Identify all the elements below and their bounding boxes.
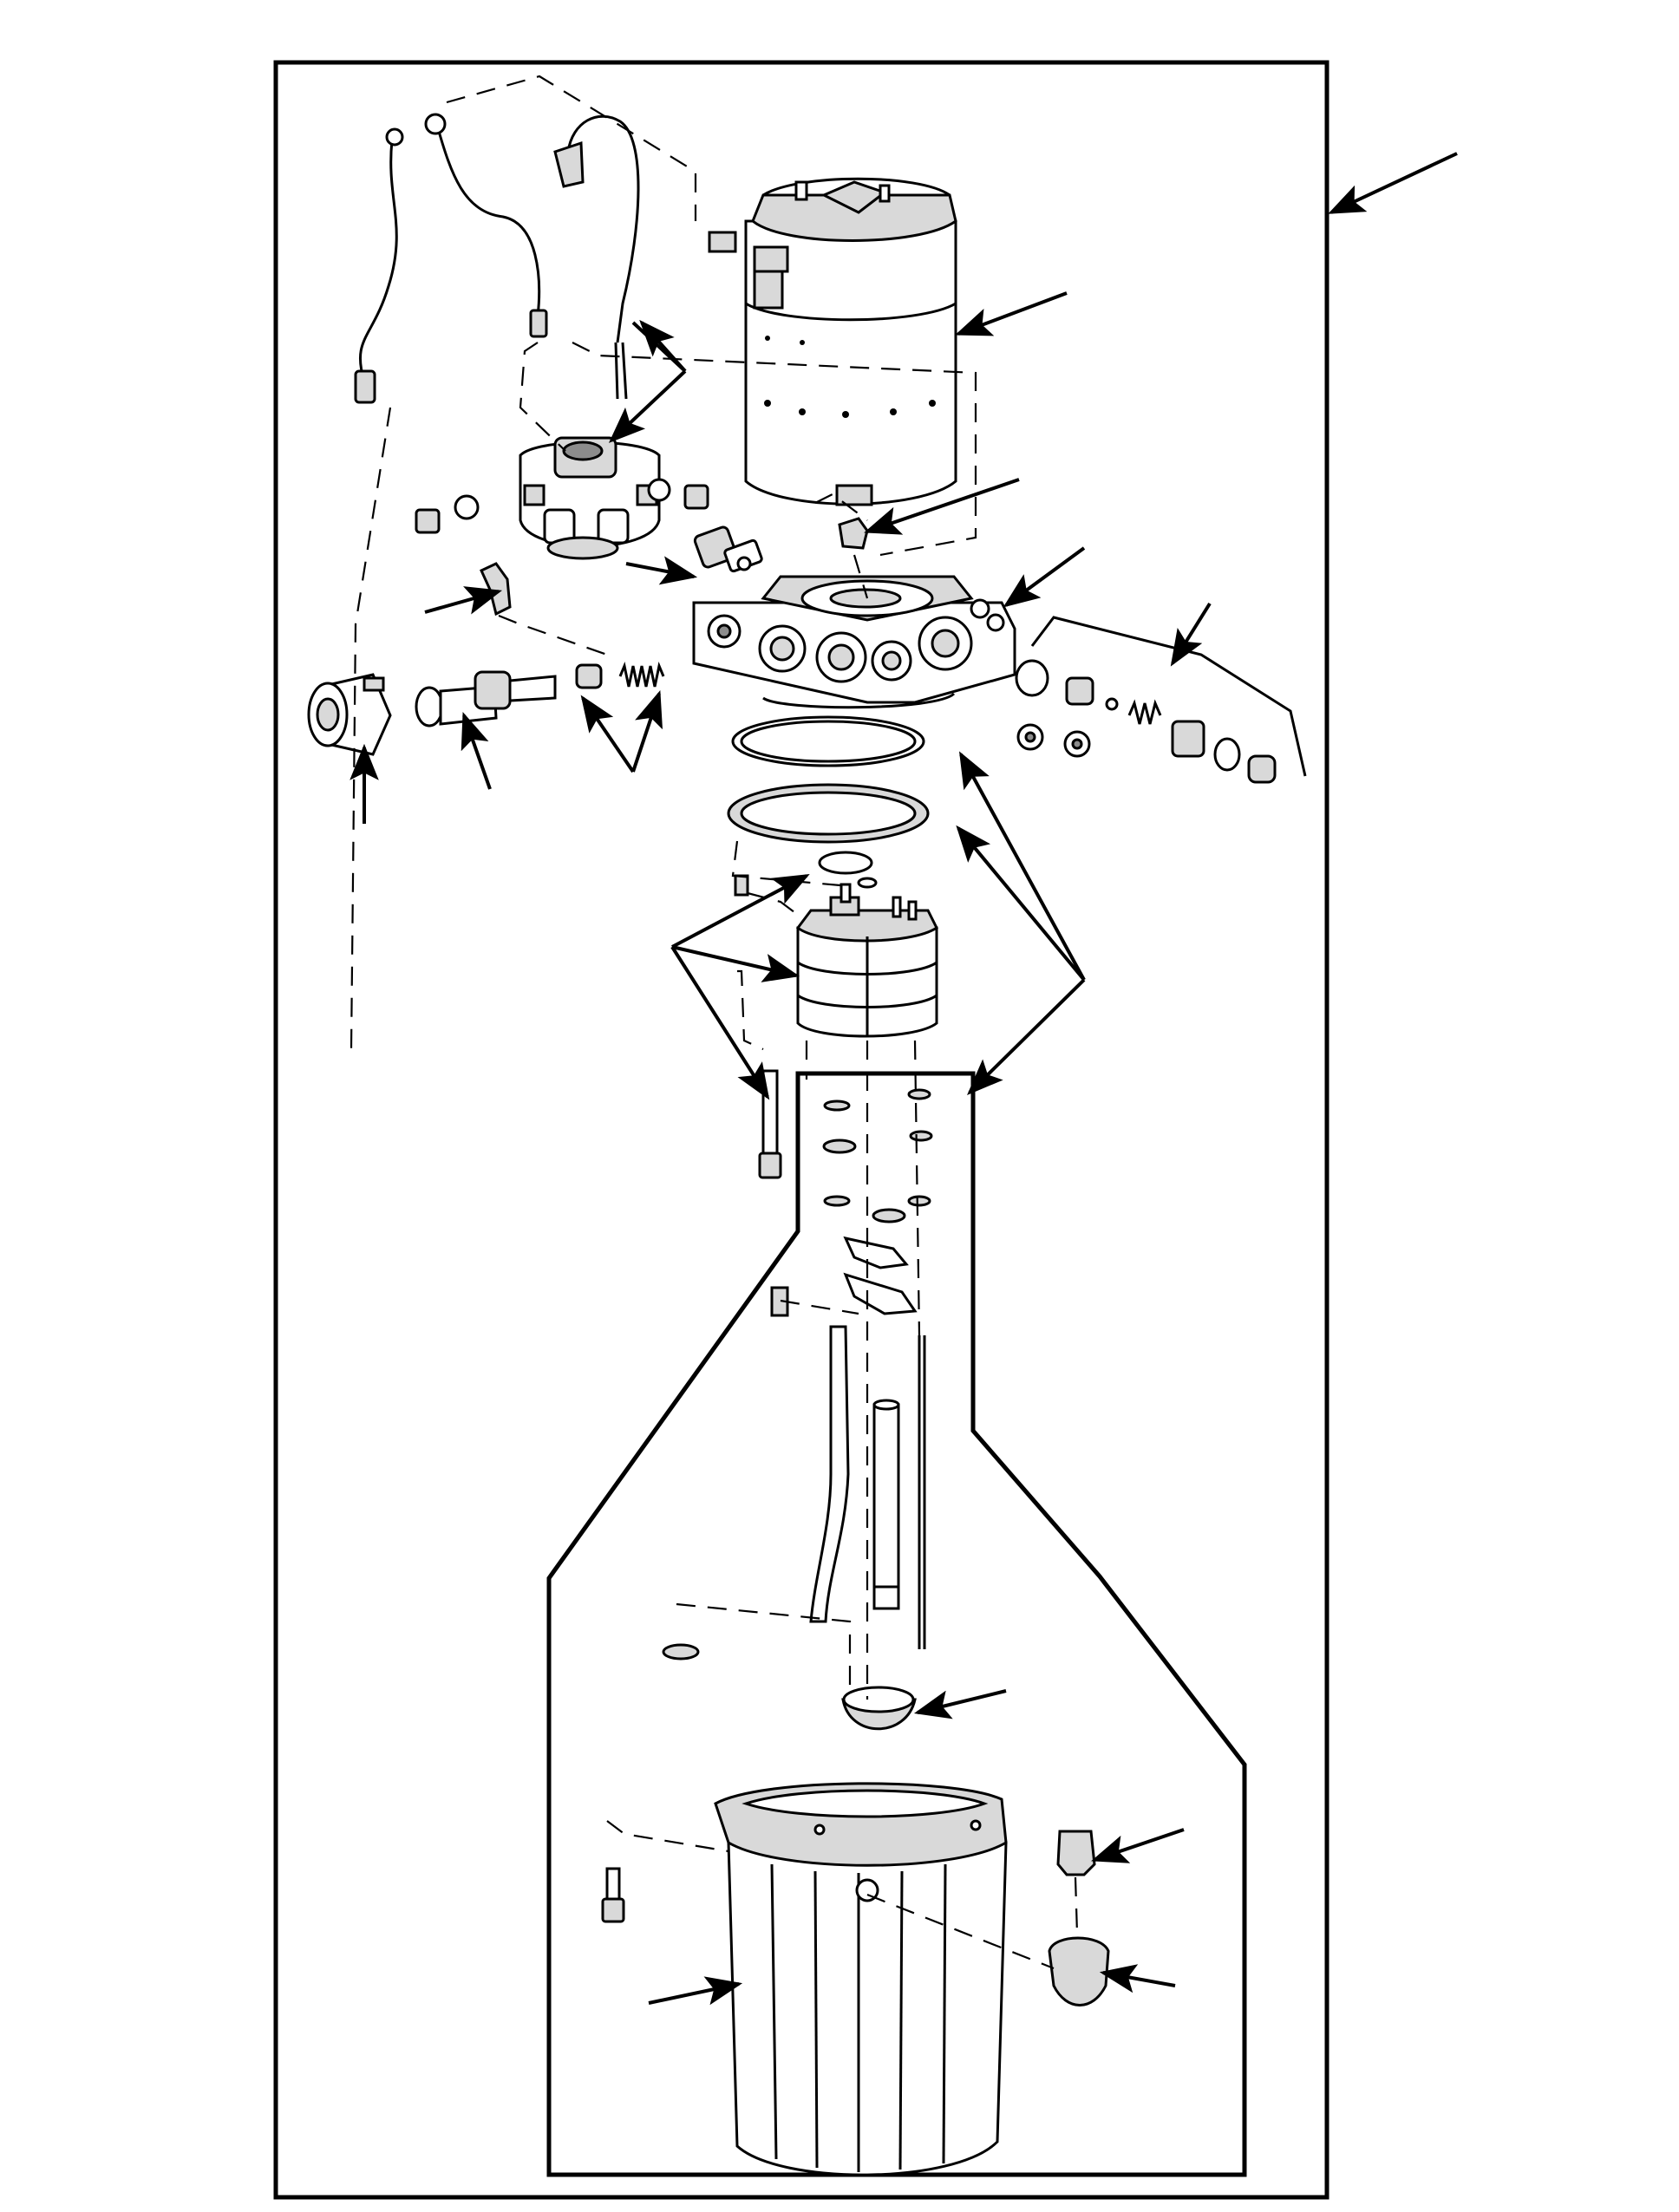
check-valve-and-spring xyxy=(575,661,665,689)
small-screw xyxy=(734,874,749,897)
motor-coupling xyxy=(838,517,869,550)
reservoir-screw xyxy=(601,1867,625,1923)
reservoir-tank xyxy=(714,1782,1008,2176)
assembly-dashed-lines xyxy=(350,75,1079,1970)
ground-wire xyxy=(354,127,404,404)
reservoir-kit-outline xyxy=(546,1071,1247,2177)
pressure-switch xyxy=(693,525,763,573)
valve-cartridge xyxy=(415,670,557,728)
plug-cap xyxy=(662,1643,700,1661)
return-tube xyxy=(809,1325,850,1623)
gear-pump xyxy=(795,883,938,1038)
reservoir-gasket xyxy=(727,783,930,844)
assembly-outer-frame xyxy=(273,60,1329,2200)
solenoid-terminal-nuts xyxy=(415,478,709,534)
relief-valve-parts xyxy=(1015,659,1277,784)
valve-manifold xyxy=(692,575,1016,709)
solenoid xyxy=(519,436,661,560)
dipstick-tube xyxy=(918,1335,926,1649)
mounting-bracket xyxy=(480,562,512,617)
pump-o-rings xyxy=(818,851,878,889)
suction-tube xyxy=(872,1399,900,1610)
battery-cable xyxy=(424,113,548,338)
washers xyxy=(822,1088,933,1223)
fill-plug xyxy=(1048,1936,1110,2006)
inlet-plates xyxy=(843,1236,918,1315)
motor-cable xyxy=(553,114,640,400)
electric-motor xyxy=(708,177,957,506)
solenoid-coil xyxy=(307,673,392,756)
filter-rim xyxy=(842,1686,915,1713)
callout-arrows xyxy=(350,152,1458,2006)
breather-cap xyxy=(1056,1830,1096,1876)
manifold-o-ring xyxy=(731,715,925,767)
